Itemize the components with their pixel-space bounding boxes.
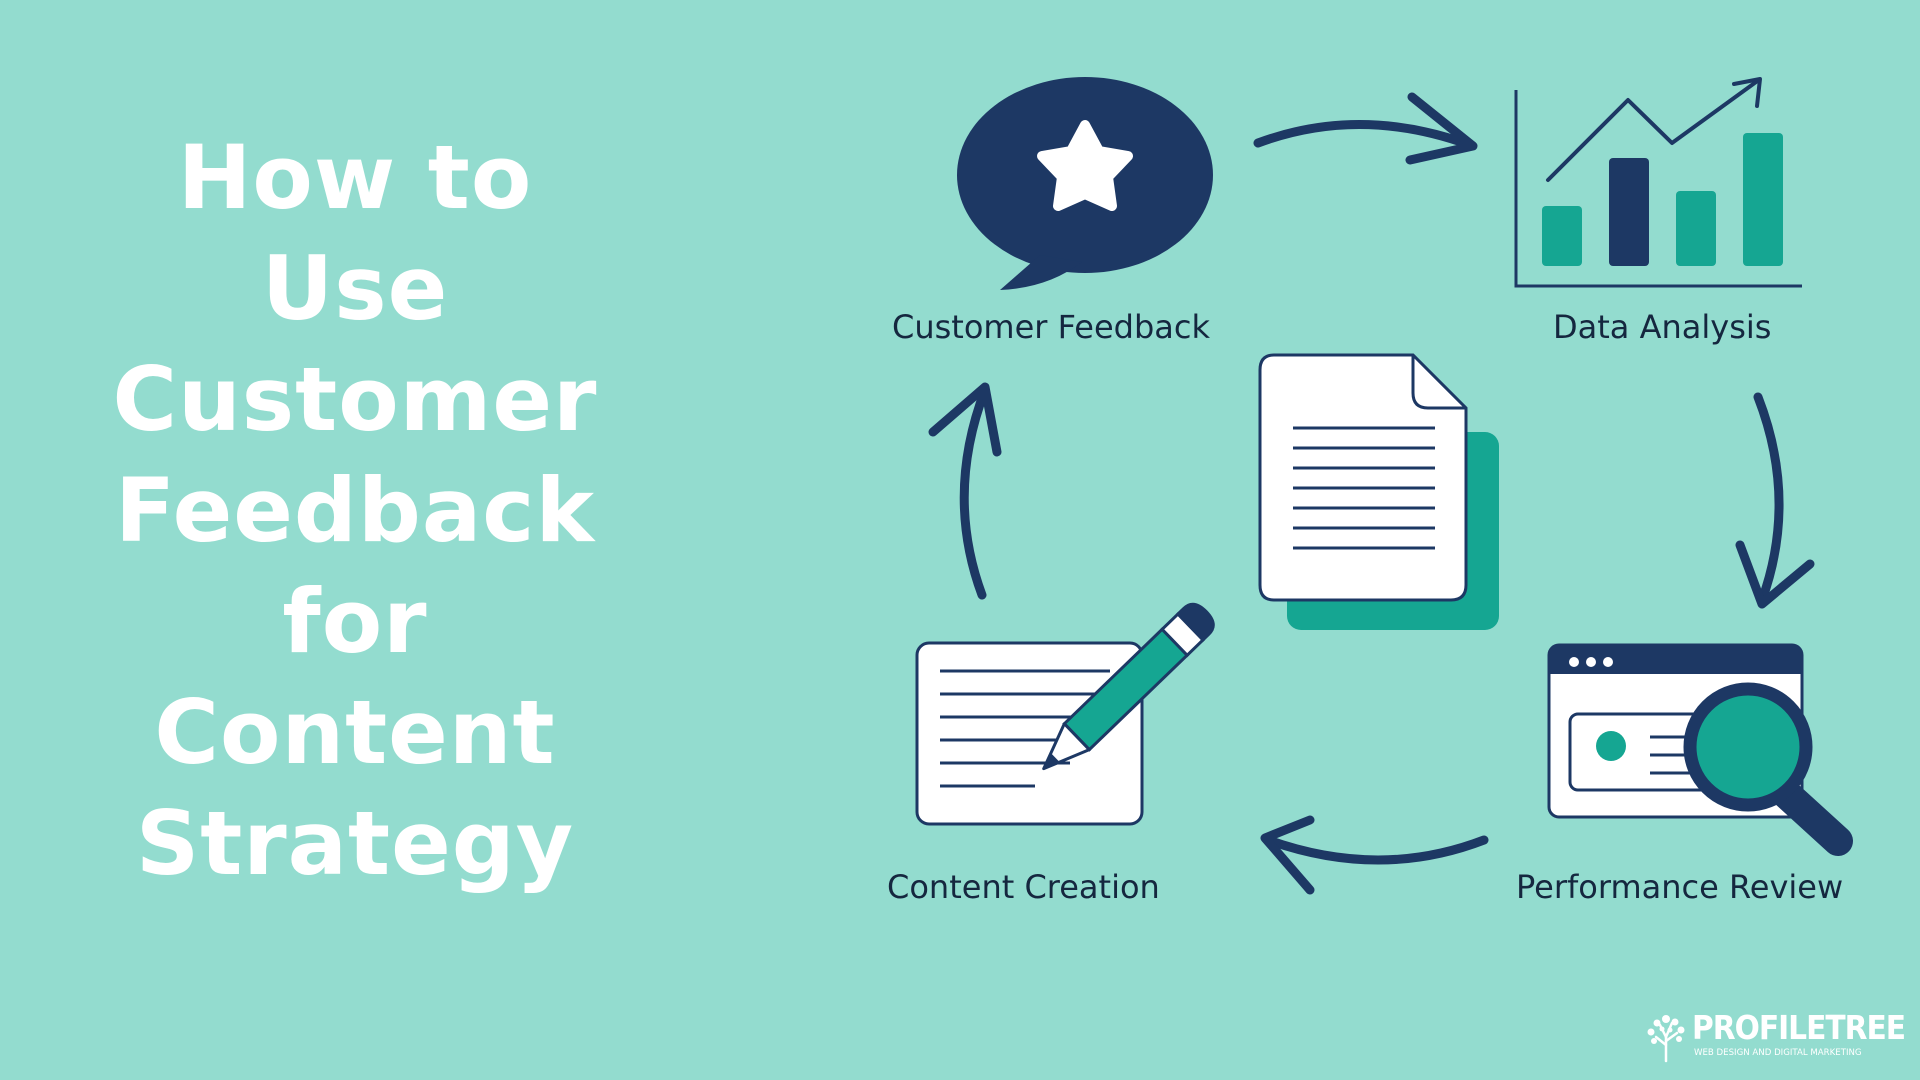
bar-chart-trend-icon	[1514, 77, 1802, 288]
profiletree-logo: PROFILETREE WEB DESIGN AND DIGITAL MARKE…	[1640, 1008, 1906, 1064]
step-label-customer-feedback: Customer Feedback	[892, 308, 1210, 346]
arrow-review-to-creation	[1263, 835, 1489, 865]
logo-name: PROFILETREE	[1692, 1008, 1906, 1047]
arrow-creation-to-feedback	[959, 385, 990, 600]
step-label-data-analysis: Data Analysis	[1553, 308, 1772, 346]
star-speech-bubble-icon	[957, 77, 1213, 290]
step-label-performance-review: Performance Review	[1516, 868, 1844, 906]
stacked-documents-icon	[1258, 353, 1499, 630]
tree-icon	[1647, 1015, 1685, 1063]
arrow-analysis-to-review	[1753, 392, 1784, 605]
cycle-arrows	[928, 92, 1815, 895]
document-pencil-icon	[915, 602, 1215, 826]
logo-tagline: WEB DESIGN AND DIGITAL MARKETING	[1694, 1048, 1862, 1058]
arrow-feedback-to-analysis	[1253, 120, 1475, 150]
step-label-content-creation: Content Creation	[887, 868, 1160, 906]
page-title: How to Use Customer Feedback for Content…	[112, 126, 598, 895]
browser-magnifier-icon	[1547, 643, 1853, 856]
